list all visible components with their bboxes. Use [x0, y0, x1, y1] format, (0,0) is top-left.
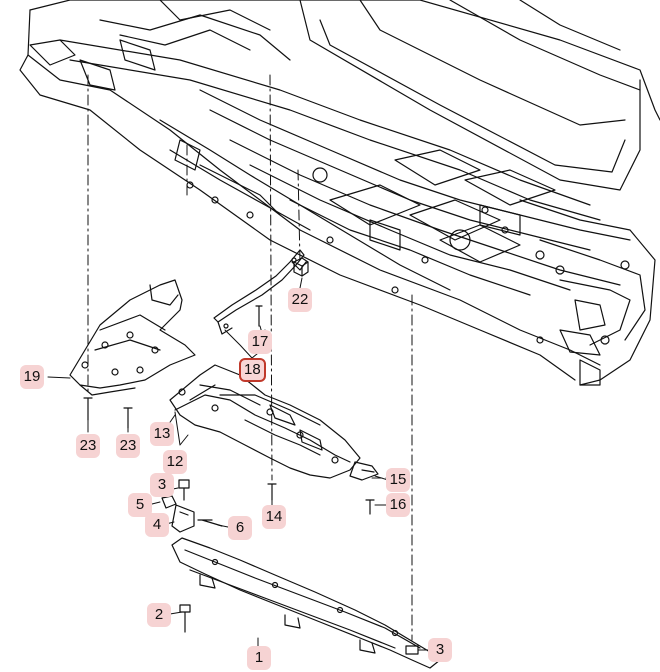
- leader-lines: [47, 277, 429, 651]
- callout-18-highlighted[interactable]: 18: [239, 358, 266, 382]
- callout-22[interactable]: 19: [20, 365, 44, 389]
- clip-15: [349, 461, 379, 481]
- callout-1[interactable]: 1: [247, 646, 271, 670]
- callout-19[interactable]: 22: [288, 288, 312, 312]
- callout-23-right[interactable]: 23: [116, 434, 140, 458]
- callout-12[interactable]: 12: [163, 450, 187, 474]
- callout-3-top[interactable]: 3: [150, 473, 174, 497]
- lower-trim-strip: [171, 537, 441, 669]
- nut-19: [293, 257, 309, 277]
- callout-23-left[interactable]: 23: [76, 434, 100, 458]
- callout-2[interactable]: 2: [147, 603, 171, 627]
- callout-6[interactable]: 6: [228, 516, 252, 540]
- callout-4[interactable]: 4: [145, 513, 169, 537]
- callout-3-bottom[interactable]: 3: [428, 638, 452, 662]
- callout-16[interactable]: 16: [386, 493, 410, 517]
- body-floor-pan: [19, 0, 660, 386]
- underbody-panel-middle: [169, 364, 361, 479]
- underbody-panel-left: [69, 279, 196, 396]
- callout-14[interactable]: 14: [262, 505, 286, 529]
- assembly-lines: [87, 74, 413, 641]
- callout-17[interactable]: 17: [248, 330, 272, 354]
- callout-13[interactable]: 13: [150, 422, 174, 446]
- callout-15[interactable]: 15: [386, 468, 410, 492]
